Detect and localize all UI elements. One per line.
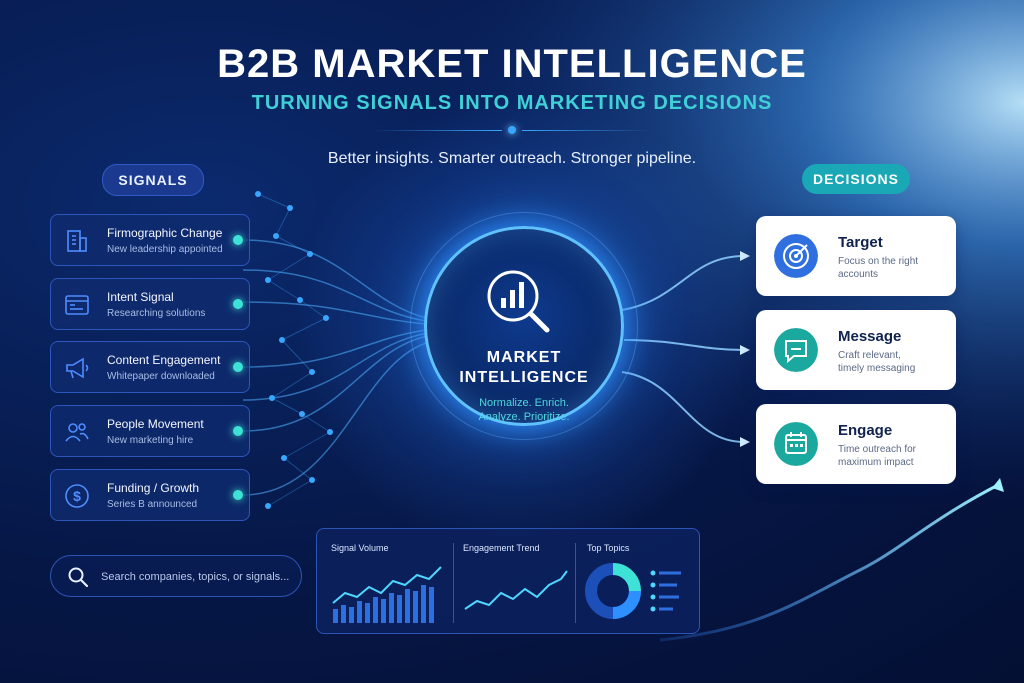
decision-title: Engage xyxy=(838,422,893,439)
decision-detail: Time outreach for xyxy=(838,444,916,455)
flow-to-target xyxy=(621,255,745,311)
decision-card-target[interactable]: Target Focus on the right accounts xyxy=(756,216,956,296)
people-icon xyxy=(65,423,89,442)
chat-icon xyxy=(774,328,818,372)
panel-divider xyxy=(575,543,576,623)
signal-detail: Whitepaper downloaded xyxy=(107,371,215,382)
title-divider-dot xyxy=(508,126,516,134)
magnifier-bar-chart-icon xyxy=(487,270,550,333)
signal-title: Firmographic Change xyxy=(107,226,223,240)
signal-card-content[interactable]: Content Engagement Whitepaper downloaded xyxy=(50,341,250,393)
signal-card-intent[interactable]: Intent Signal Researching solutions xyxy=(50,278,250,330)
dollar-icon: $ xyxy=(65,484,89,508)
decision-card-engage[interactable]: Engage Time outreach for maximum impact xyxy=(756,404,956,484)
signal-detail: New leadership appointed xyxy=(107,244,223,255)
decisions-label: DECISIONS xyxy=(802,164,910,194)
decision-detail: timely messaging xyxy=(838,363,916,374)
signal-detail: Series B announced xyxy=(107,499,198,510)
target-icon xyxy=(774,234,818,278)
engagement-trend-chart xyxy=(464,570,568,610)
signal-title: Content Engagement xyxy=(107,353,221,367)
page-subtitle: TURNING SIGNALS INTO MARKETING DECISIONS xyxy=(251,92,773,114)
tagline: Better insights. Smarter outreach. Stron… xyxy=(327,150,697,167)
signal-detail: Researching solutions xyxy=(107,308,206,319)
building-icon xyxy=(67,230,87,252)
calendar-icon xyxy=(774,422,818,466)
search-bar[interactable] xyxy=(50,555,302,597)
mini-dashboard: Signal Volume Engagement Trend Top Topic… xyxy=(316,528,700,634)
core-subtitle-line1: Normalize. Enrich. xyxy=(479,397,569,409)
decision-card-message[interactable]: Message Craft relevant, timely messaging xyxy=(756,310,956,390)
flow-to-engage xyxy=(621,371,745,443)
search-input[interactable] xyxy=(99,566,299,588)
decision-detail: accounts xyxy=(838,269,879,280)
browser-window-icon xyxy=(65,295,89,315)
signal-card-firmographic[interactable]: Firmographic Change New leadership appoi… xyxy=(50,214,250,266)
signal-card-funding[interactable]: $ Funding / Growth Series B announced xyxy=(50,469,250,521)
panel-label-signal-volume: Signal Volume xyxy=(331,543,389,553)
megaphone-icon xyxy=(66,357,89,379)
growth-trend-line xyxy=(659,482,1001,642)
search-icon xyxy=(68,567,89,588)
top-topics-chart xyxy=(585,563,681,619)
core-outer-ring xyxy=(410,212,638,440)
trend-arrowhead xyxy=(992,478,1004,492)
signal-detail: New marketing hire xyxy=(107,435,194,446)
signals-label: SIGNALS xyxy=(102,164,204,196)
decision-detail: maximum impact xyxy=(838,457,914,468)
signal-volume-chart xyxy=(332,566,442,623)
signal-node xyxy=(233,362,243,372)
decision-title: Target xyxy=(838,234,883,251)
core-title-line2: INTELLIGENCE xyxy=(459,369,589,386)
title-divider-left xyxy=(372,130,502,131)
panel-label-engagement-trend: Engagement Trend xyxy=(463,543,540,553)
signal-node xyxy=(233,490,243,500)
panel-label-top-topics: Top Topics xyxy=(587,543,630,553)
flow-to-message xyxy=(623,339,745,351)
signal-node xyxy=(233,426,243,436)
signal-title: People Movement xyxy=(107,417,204,431)
title-divider-right xyxy=(522,130,652,131)
signal-card-people[interactable]: People Movement New marketing hire xyxy=(50,405,250,457)
signal-title: Intent Signal xyxy=(107,290,174,304)
panel-divider xyxy=(453,543,454,623)
decision-title: Message xyxy=(838,328,902,345)
decision-detail: Focus on the right xyxy=(838,256,919,267)
svg-text:$: $ xyxy=(73,488,81,504)
core-title-line1: MARKET xyxy=(486,349,562,366)
decision-detail: Craft relevant, xyxy=(838,350,901,361)
signal-title: Funding / Growth xyxy=(107,481,200,495)
market-intelligence-hub xyxy=(424,226,624,426)
page-title: B2B MARKET INTELLIGENCE xyxy=(217,42,807,86)
signal-node xyxy=(233,299,243,309)
signal-node xyxy=(233,235,243,245)
core-subtitle-line2: Analyze. Prioritize. xyxy=(478,411,570,423)
